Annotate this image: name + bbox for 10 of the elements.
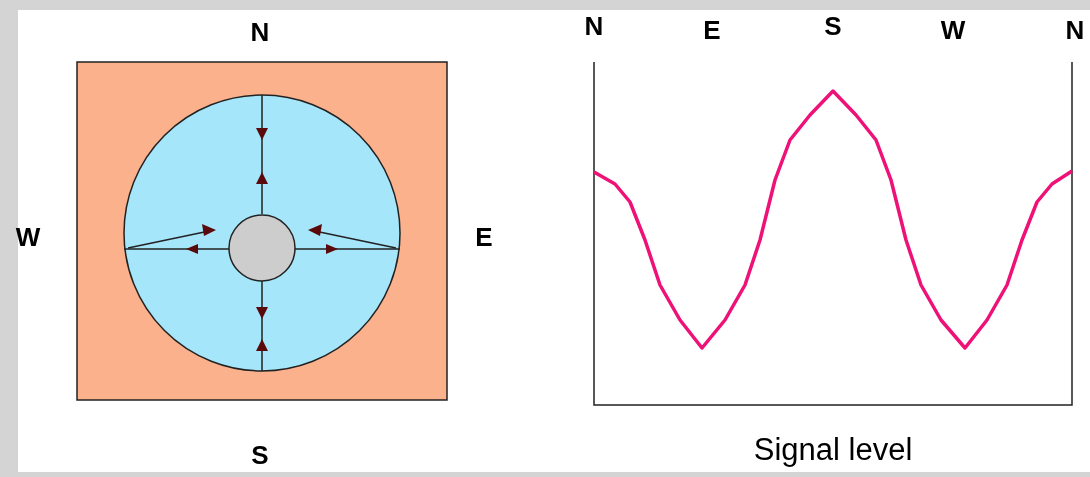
direction-label: W — [940, 14, 966, 46]
axis-label: Signal level — [753, 432, 913, 468]
direction-label: N — [250, 16, 270, 48]
direction-label: S — [824, 10, 842, 42]
direction-label: W — [15, 221, 41, 253]
direction-label: N — [1065, 14, 1085, 46]
direction-label: E — [475, 221, 493, 253]
direction-label: S — [251, 439, 269, 471]
direction-label: E — [703, 14, 721, 46]
direction-label: N — [584, 10, 604, 42]
